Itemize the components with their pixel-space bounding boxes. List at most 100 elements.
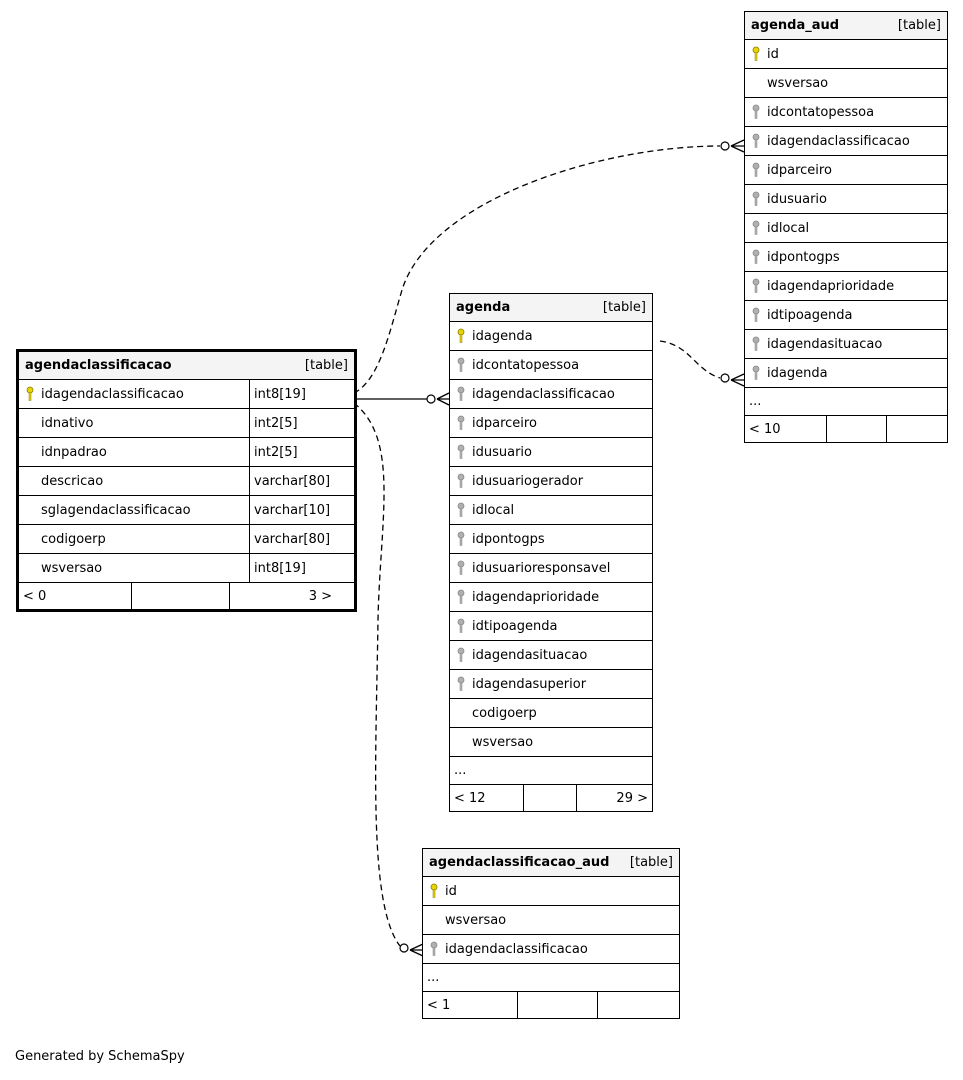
table-row[interactable]: descricao varchar[80] [19, 467, 354, 496]
table-row[interactable]: idagenda [745, 359, 947, 388]
table-row[interactable]: id [745, 40, 947, 69]
foreign-key-icon [745, 127, 767, 155]
table-row[interactable]: idusuariogerador [450, 467, 652, 496]
table-row[interactable]: wsversao [423, 906, 679, 935]
column-type: varchar[10] [249, 496, 354, 524]
footer-cell[interactable]: < 10 [745, 416, 827, 442]
column-name: idusuario [767, 191, 827, 207]
table-row[interactable]: idagendasituacao [745, 330, 947, 359]
more-columns-ellipsis: ... [450, 757, 652, 785]
table-header[interactable]: agendaclassificacao_aud [table] [423, 849, 679, 877]
column-name: codigoerp [472, 705, 537, 721]
footer-cell[interactable]: 29 > [616, 790, 648, 806]
crow-foot-agenda-aud-2 [730, 373, 745, 387]
table-row[interactable]: wsversao [450, 728, 652, 757]
footer-cell [598, 992, 679, 1018]
column-name: idusuario [472, 444, 532, 460]
table-row[interactable]: idagendaclassificacao [745, 127, 947, 156]
foreign-key-icon [450, 641, 472, 669]
table-agendaclassificacao[interactable]: agendaclassificacao[table]idagendaclassi… [16, 349, 357, 612]
table-row[interactable]: idagendasuperior [450, 670, 652, 699]
column-name: idagendaclassificacao [767, 133, 910, 149]
table-row[interactable]: wsversao [745, 69, 947, 98]
foreign-key-icon [745, 214, 767, 242]
table-row[interactable]: idparceiro [745, 156, 947, 185]
footer-cell[interactable]: 3 > [308, 588, 332, 604]
key-slot [423, 906, 445, 934]
crow-circle-agenda-aud-2 [720, 373, 730, 383]
footer-cell [132, 583, 230, 609]
key-slot [450, 699, 472, 727]
column-type: varchar[80] [249, 467, 354, 495]
table-header[interactable]: agenda[table] [450, 294, 652, 322]
table-name: agendaclassificacao_aud [429, 855, 610, 870]
footer-cell[interactable]: < 1 [423, 992, 518, 1018]
table-name: agendaclassificacao [25, 358, 172, 373]
table-row[interactable]: idagendaprioridade [450, 583, 652, 612]
table-type-label: [table] [602, 300, 646, 315]
foreign-key-icon [745, 359, 767, 387]
table-row[interactable]: idpontogps [745, 243, 947, 272]
foreign-key-icon [745, 156, 767, 184]
table-agenda[interactable]: agenda[table]idagenda idcontatopessoa idag… [449, 293, 653, 812]
footer-cell[interactable]: < 12 [450, 785, 524, 811]
table-row[interactable]: idagendaclassificacao [423, 935, 679, 964]
key-slot [745, 69, 767, 97]
column-name: idtipoagenda [767, 307, 853, 323]
table-row[interactable]: idusuario [745, 185, 947, 214]
table-row[interactable]: idcontatopessoa [450, 351, 652, 380]
table-row[interactable]: idagendasituacao [450, 641, 652, 670]
column-name: id [767, 46, 779, 62]
table-row[interactable]: idpontogps [450, 525, 652, 554]
table-header[interactable]: agendaclassificacao[table] [19, 352, 354, 380]
table-row[interactable]: idagendaprioridade [745, 272, 947, 301]
foreign-key-icon [450, 380, 472, 408]
column-name: idusuarioresponsavel [472, 560, 611, 576]
crow-circle-agenda-aud-1 [720, 141, 730, 151]
footer-cell [887, 416, 947, 442]
column-name: idagendaprioridade [472, 589, 600, 605]
table-row[interactable]: codigoerp [450, 699, 652, 728]
foreign-key-icon [450, 409, 472, 437]
key-slot [19, 438, 41, 466]
table-type-label: [table] [897, 18, 941, 33]
column-name: idcontatopessoa [472, 357, 580, 373]
table-row[interactable]: idtipoagenda [450, 612, 652, 641]
table-row[interactable]: idlocal [745, 214, 947, 243]
table-row[interactable]: idparceiro [450, 409, 652, 438]
table-row[interactable]: id [423, 877, 679, 906]
crow-circle-agenda [426, 394, 436, 404]
column-name: idtipoagenda [472, 618, 558, 634]
table-type-label: [table] [629, 855, 673, 870]
foreign-key-icon [450, 525, 472, 553]
more-columns-ellipsis: ... [423, 964, 679, 992]
column-name: idnativo [41, 415, 94, 431]
column-name: idagendaclassificacao [472, 386, 615, 402]
column-name: wsversao [41, 560, 103, 576]
table-row[interactable]: idagendaclassificacao [450, 380, 652, 409]
table-header[interactable]: agenda_aud[table] [745, 12, 947, 40]
primary-key-icon [19, 380, 41, 408]
key-slot [19, 554, 41, 582]
link-agenda-agenda-aud [659, 340, 721, 379]
table-row[interactable]: idusuario [450, 438, 652, 467]
column-name: idagendaclassificacao [445, 941, 588, 957]
table-row[interactable]: idcontatopessoa [745, 98, 947, 127]
table-row[interactable]: idtipoagenda [745, 301, 947, 330]
primary-key-icon [745, 40, 767, 68]
table-row[interactable]: idlocal [450, 496, 652, 525]
column-name: descricao [41, 473, 104, 489]
table-row[interactable]: idusuarioresponsavel [450, 554, 652, 583]
footer-cell[interactable]: < 0 [19, 583, 132, 609]
table-row[interactable]: idagenda [450, 322, 652, 351]
crow-foot-agenda [436, 392, 450, 406]
